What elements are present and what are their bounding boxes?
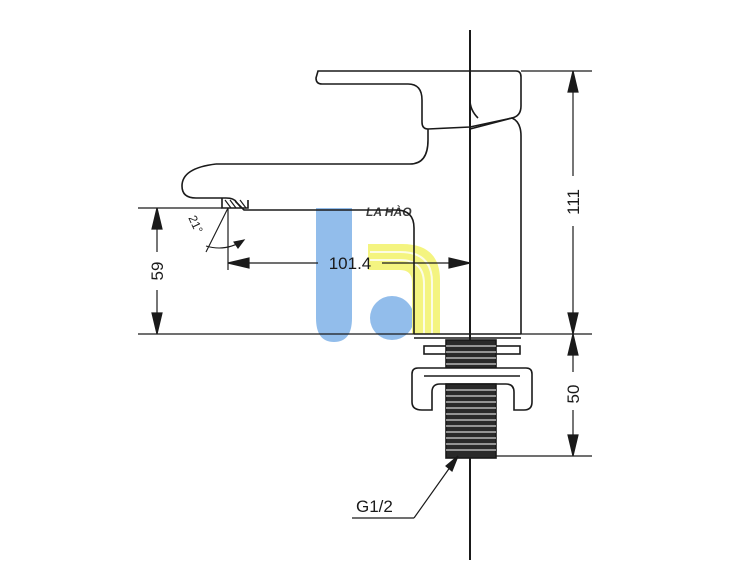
label-spout-reach: 101.4 [329, 254, 372, 273]
threaded-shank [445, 383, 497, 459]
mounting-assembly [411, 339, 533, 459]
aerator [221, 198, 249, 209]
dimension-spray-angle [205, 207, 246, 253]
body-column [469, 117, 522, 334]
dimension-shank-length [496, 333, 592, 457]
watermark-text: LA HÀO [366, 204, 412, 219]
watermark-blue-shape [316, 208, 352, 342]
label-spray-angle: 21° [185, 213, 205, 236]
dimension-total-height [521, 70, 592, 335]
label-thread-size: G1/2 [356, 497, 393, 516]
dimension-spout-height [138, 207, 414, 335]
label-spout-height: 59 [148, 262, 167, 281]
watermark-blue-dot [370, 296, 414, 340]
label-total-height: 111 [564, 189, 583, 215]
thread-callout [352, 455, 459, 519]
handle-lever [315, 70, 522, 130]
watermark-yellow-arcs [368, 244, 440, 334]
watermark-logo: LA HÀO [316, 204, 440, 342]
dimension-spout-reach [227, 208, 471, 270]
clamp-bracket [411, 367, 533, 411]
faucet-outline [181, 70, 522, 339]
label-shank-length: 50 [564, 385, 583, 404]
spout [181, 163, 415, 334]
